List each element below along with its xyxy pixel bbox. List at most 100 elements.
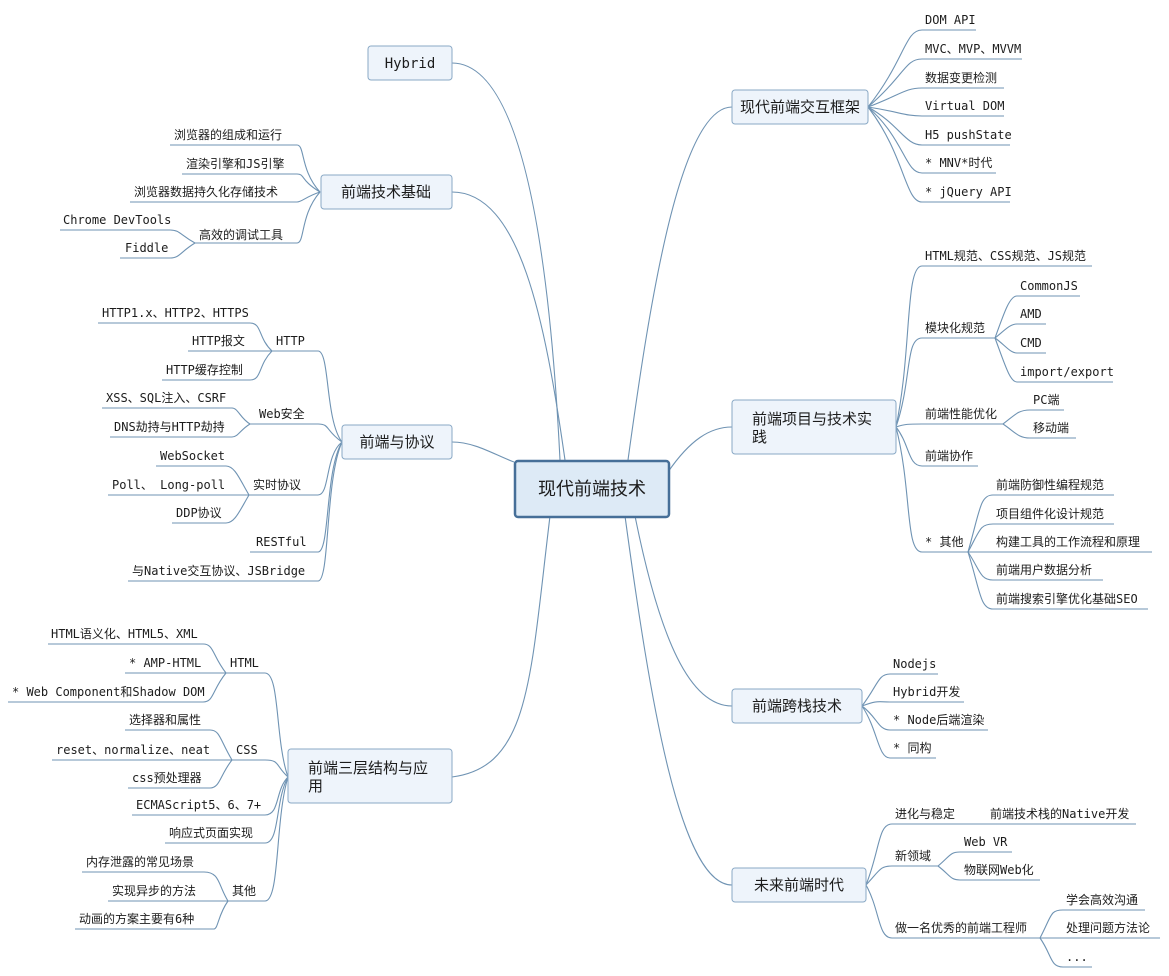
leaf-label[interactable]: WebSocket bbox=[160, 449, 225, 463]
leaf-label[interactable]: HTML语义化、HTML5、XML bbox=[51, 627, 198, 641]
sub-branch-label[interactable]: HTML bbox=[230, 656, 259, 670]
leaf-label[interactable]: 物联网Web化 bbox=[964, 863, 1034, 877]
root-node[interactable]: 现代前端技术 bbox=[513, 459, 671, 519]
sub-branch-label[interactable]: * 其他 bbox=[925, 535, 963, 549]
framework-title: 现代前端交互框架 bbox=[740, 98, 860, 116]
layers-title: 前端三层结构与应用 bbox=[308, 759, 428, 795]
protocol-connectors bbox=[98, 322, 343, 582]
leaf-label[interactable]: ... bbox=[1066, 950, 1088, 964]
leaf-label[interactable]: Poll、 Long-poll bbox=[112, 478, 225, 492]
leaf-label[interactable]: AMD bbox=[1020, 307, 1042, 321]
leaf-label[interactable]: DOM API bbox=[925, 13, 976, 27]
leaf-label[interactable]: 浏览器数据持久化存储技术 bbox=[134, 184, 278, 199]
sub-branch-label[interactable]: 前端性能优化 bbox=[925, 406, 997, 421]
leaf-label[interactable]: 实现异步的方法 bbox=[112, 883, 196, 898]
protocol-title: 前端与协议 bbox=[359, 433, 434, 451]
node-framework[interactable]: 现代前端交互框架 bbox=[731, 89, 869, 125]
sub-branch-label[interactable]: 高效的调试工具 bbox=[199, 227, 283, 242]
leaf-label[interactable]: 前端用户数据分析 bbox=[996, 562, 1092, 577]
leaf-label[interactable]: 前端防御性编程规范 bbox=[996, 477, 1104, 492]
node-practice[interactable]: 前端项目与技术实践 bbox=[731, 399, 897, 455]
leaf-label[interactable]: PC端 bbox=[1033, 393, 1059, 407]
leaf-label[interactable]: 前端协作 bbox=[925, 448, 973, 463]
leaf-label[interactable]: * Web Component和Shadow DOM bbox=[12, 685, 205, 699]
leaf-label[interactable]: DDP协议 bbox=[176, 505, 222, 520]
leaf-label[interactable]: CommonJS bbox=[1020, 279, 1078, 293]
layers-leaves: HTML HTML语义化、HTML5、XML * AMP-HTML * Web … bbox=[12, 627, 261, 926]
framework-leaves: DOM API MVC、MVP、MVVM 数据变更检测 Virtual DOM … bbox=[925, 13, 1021, 199]
sub-branch-label[interactable]: 做一名优秀的前端工程师 bbox=[895, 920, 1027, 935]
leaf-label[interactable]: 与Native交互协议、JSBridge bbox=[132, 563, 305, 578]
sub-branch-label[interactable]: 其他 bbox=[232, 884, 256, 898]
leaf-label[interactable]: 内存泄露的常见场景 bbox=[86, 854, 194, 869]
leaf-label[interactable]: Hybrid开发 bbox=[893, 684, 960, 699]
future-connectors bbox=[865, 823, 1160, 968]
leaf-label[interactable]: Virtual DOM bbox=[925, 99, 1004, 113]
sub-branch-label[interactable]: Web安全 bbox=[259, 406, 305, 421]
leaf-label[interactable]: 学会高效沟通 bbox=[1066, 892, 1138, 907]
leaf-label[interactable]: CMD bbox=[1020, 336, 1042, 350]
leaf-label[interactable]: 移动端 bbox=[1033, 421, 1069, 435]
node-layers[interactable]: 前端三层结构与应用 bbox=[287, 748, 453, 804]
leaf-label[interactable]: Nodejs bbox=[893, 657, 936, 671]
layers-title-part1: 前端三层结构与应 bbox=[308, 759, 428, 777]
leaf-label[interactable]: H5 pushState bbox=[925, 128, 1012, 142]
leaf-label[interactable]: 前端搜索引擎优化基础SEO bbox=[996, 591, 1138, 606]
layers-title-part2: 用 bbox=[308, 777, 323, 795]
leaf-label[interactable]: 处理问题方法论 bbox=[1066, 920, 1150, 935]
fullstack-connectors bbox=[861, 673, 988, 759]
root-connectors bbox=[451, 62, 733, 886]
leaf-label[interactable]: css预处理器 bbox=[132, 771, 202, 785]
sub-branch-label[interactable]: HTTP bbox=[276, 334, 305, 348]
root-label: 现代前端技术 bbox=[538, 479, 646, 500]
leaf-label[interactable]: 渲染引擎和JS引擎 bbox=[186, 156, 284, 171]
future-title: 未来前端时代 bbox=[754, 876, 844, 894]
sub-branch-label[interactable]: 进化与稳定 bbox=[895, 806, 955, 821]
leaf-label[interactable]: import/export bbox=[1020, 365, 1114, 379]
fullstack-leaves: Nodejs Hybrid开发 * Node后端渲染 * 同构 bbox=[893, 657, 984, 755]
leaf-label[interactable]: 前端技术栈的Native开发 bbox=[990, 806, 1129, 821]
leaf-label[interactable]: 响应式页面实现 bbox=[169, 825, 253, 840]
leaf-label[interactable]: * MNV*时代 bbox=[925, 156, 992, 170]
protocol-leaves: HTTP HTTP1.x、HTTP2、HTTPS HTTP报文 HTTP缓存控制… bbox=[102, 306, 307, 578]
practice-title-part1: 前端项目与技术实 bbox=[752, 410, 872, 428]
leaf-label[interactable]: Web VR bbox=[964, 835, 1008, 849]
node-hybrid[interactable]: Hybrid bbox=[367, 45, 453, 81]
leaf-label[interactable]: 动画的方案主要有6种 bbox=[79, 911, 194, 926]
leaf-label[interactable]: 数据变更检测 bbox=[925, 70, 997, 85]
leaf-label[interactable]: HTTP1.x、HTTP2、HTTPS bbox=[102, 306, 249, 320]
leaf-label[interactable]: Fiddle bbox=[125, 241, 168, 255]
sub-branch-label[interactable]: CSS bbox=[236, 743, 258, 757]
leaf-label[interactable]: ECMAScript5、6、7+ bbox=[136, 798, 261, 812]
leaf-label[interactable]: 浏览器的组成和运行 bbox=[174, 127, 282, 142]
sub-branch-label[interactable]: 新领域 bbox=[895, 848, 931, 863]
leaf-label[interactable]: HTTP缓存控制 bbox=[166, 363, 243, 377]
leaf-label[interactable]: * AMP-HTML bbox=[129, 656, 201, 670]
future-leaves: 进化与稳定 前端技术栈的Native开发 新领域 Web VR 物联网Web化 … bbox=[895, 806, 1150, 964]
basics-connectors bbox=[60, 144, 321, 259]
leaf-label[interactable]: reset、normalize、neat bbox=[56, 743, 210, 757]
hybrid-label: Hybrid bbox=[385, 56, 436, 72]
leaf-label[interactable]: * Node后端渲染 bbox=[893, 712, 984, 727]
leaf-label[interactable]: XSS、SQL注入、CSRF bbox=[106, 390, 226, 405]
leaf-label[interactable]: 构建工具的工作流程和原理 bbox=[996, 534, 1140, 549]
node-fullstack[interactable]: 前端跨栈技术 bbox=[731, 688, 863, 724]
sub-branch-label[interactable]: 模块化规范 bbox=[925, 320, 985, 335]
leaf-label[interactable]: DNS劫持与HTTP劫持 bbox=[114, 419, 225, 434]
node-protocol[interactable]: 前端与协议 bbox=[341, 424, 453, 460]
practice-title: 前端项目与技术实践 bbox=[752, 410, 872, 446]
leaf-label[interactable]: HTML规范、CSS规范、JS规范 bbox=[925, 248, 1086, 263]
leaf-label[interactable]: HTTP报文 bbox=[192, 333, 245, 348]
leaf-label[interactable]: MVC、MVP、MVVM bbox=[925, 42, 1021, 56]
node-future[interactable]: 未来前端时代 bbox=[731, 867, 867, 903]
leaf-label[interactable]: RESTful bbox=[256, 535, 307, 549]
node-basics[interactable]: 前端技术基础 bbox=[320, 174, 453, 210]
leaf-label[interactable]: 项目组件化设计规范 bbox=[996, 506, 1104, 521]
leaf-label[interactable]: * 同构 bbox=[893, 740, 931, 755]
leaf-label[interactable]: 选择器和属性 bbox=[129, 713, 201, 727]
leaf-label[interactable]: Chrome DevTools bbox=[63, 213, 171, 227]
leaf-label[interactable]: * jQuery API bbox=[925, 185, 1012, 199]
basics-title: 前端技术基础 bbox=[341, 183, 431, 201]
sub-branch-label[interactable]: 实时协议 bbox=[253, 477, 301, 492]
